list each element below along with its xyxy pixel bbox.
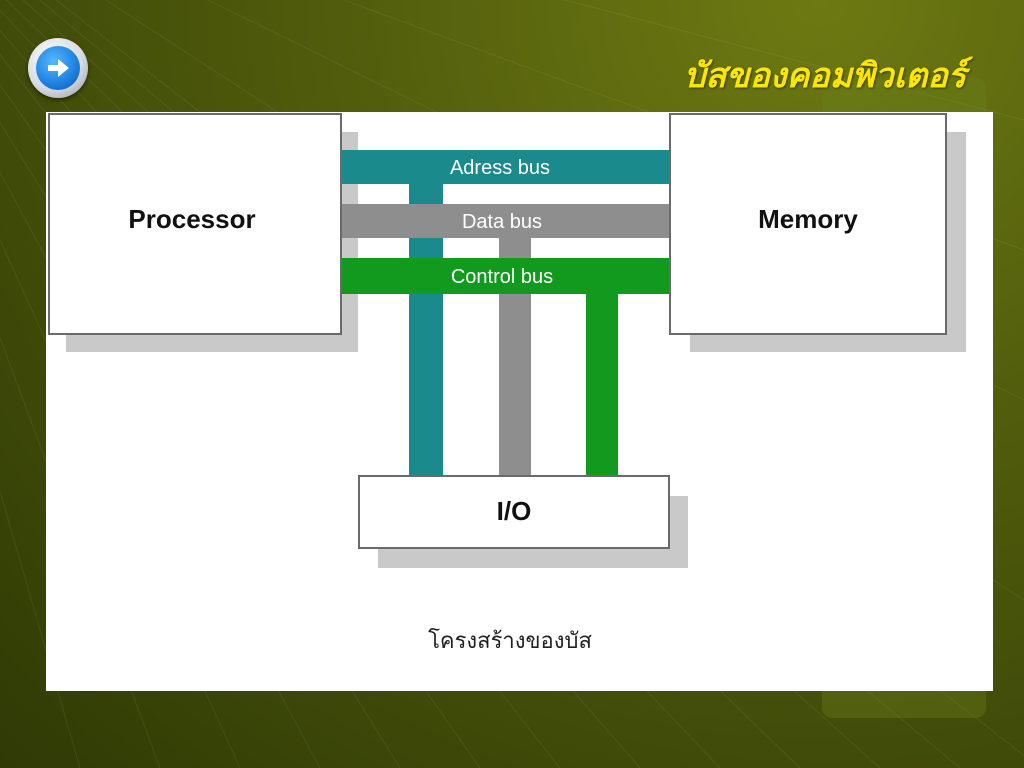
address-bus-label: Adress bus [450,157,550,179]
data-bus-label: Data bus [462,211,542,233]
diagram-caption: โครงสร้างของบัส [428,628,592,654]
address-bus [340,150,670,184]
io-box [358,475,670,549]
diagram-panel: Adress bus Data bus Control bus Processo… [46,112,993,691]
memory-box [669,113,947,335]
data-bus [340,204,670,238]
next-slide-button[interactable] [28,38,88,98]
arrow-right-icon [36,46,80,90]
processor-label: Processor [128,204,255,234]
data-bus-drop [499,207,531,476]
control-bus-label: Control bus [451,266,553,288]
address-bus-drop [409,152,443,476]
control-bus-drop [586,262,618,476]
slide-title: บัสของคอมพิวเตอร์ [683,56,966,96]
memory-label: Memory [758,204,858,234]
bus-diagram: Adress bus Data bus Control bus Processo… [48,113,966,654]
processor-box [48,113,342,335]
io-label: I/O [497,496,532,526]
control-bus [340,258,670,294]
